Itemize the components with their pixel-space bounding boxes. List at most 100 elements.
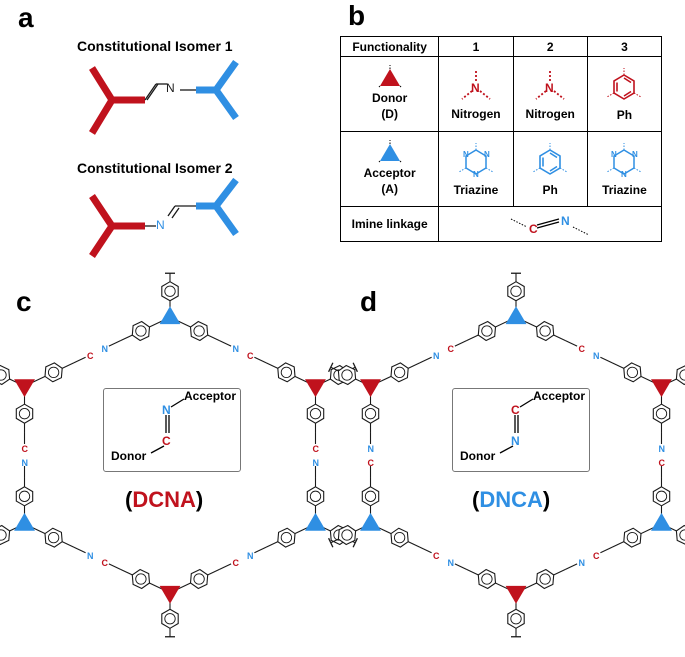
svg-text:C: C [511,403,520,417]
svg-text:N: N [621,170,627,179]
panel_d-link-carbon: C [448,344,455,354]
dnca-paren-open: ( [472,487,480,512]
dnca-legend-structure: C N [499,398,534,454]
svg-text:C: C [529,222,538,236]
svg-text:N: N [162,403,171,417]
isomer1-title: Constitutional Isomer 1 [77,38,233,54]
panel_c-acceptor-node [14,512,35,531]
dcna-legend-acceptor: Acceptor [184,389,237,403]
dcna-legend-donor: Donor [111,449,147,463]
panel_c-link-carbon: C [313,444,320,454]
isomer2-structure [89,177,239,258]
svg-text:N: N [561,214,570,228]
panel-c-letter: c [16,286,32,317]
svg-text:N: N [471,81,480,95]
isomer1-nitrogen-label: N [166,81,175,95]
panel_c-donor-node [305,379,326,398]
benzene-center-icon [607,68,642,100]
svg-text:N: N [463,150,469,159]
panel_c-donor-node [14,379,35,398]
panel_c-acceptor-node [305,512,326,531]
acceptor-cell-3-label: Triazine [602,183,647,197]
svg-text:N: N [484,150,490,159]
acceptor-label: Acceptor [363,166,416,180]
header-functionality: Functionality [339,36,440,57]
donor-cell-1-label: Nitrogen [451,107,501,121]
panel_d-donor-node [360,379,381,398]
imine-linkage-icon: C N [510,214,590,236]
panel_d-acceptor-node [360,512,381,531]
imine-row: Imine linkage C N [339,206,662,242]
dnca-name-text: DNCA [479,487,543,512]
panel-d-letter: d [360,286,378,317]
acceptor-triangle-icon [377,140,403,164]
dnca-legend-box: C N Acceptor Donor [452,388,590,472]
acceptor-cell-1-label: Triazine [453,183,499,197]
dcna-paren-open: ( [125,487,133,512]
panel_c-link-carbon: C [102,558,109,568]
dcna-name-text: DCNA [132,487,196,512]
dnca-name: (DNCA) [472,487,550,513]
svg-text:N: N [545,81,554,95]
donor-abbr: (D) [381,107,398,121]
donor-cell-3-label: Ph [616,108,633,122]
panel_d-link-nitrogen: N [659,444,666,454]
benzene-center-icon [532,143,568,175]
panel_c-link-nitrogen: N [233,344,240,354]
panel_d-donor-node [505,585,527,604]
panel_d-link-nitrogen: N [593,351,600,361]
nitrogen-center-icon: N [461,71,491,100]
svg-text:N: N [611,150,617,159]
panel_d-link-carbon: C [659,458,666,468]
dcna-paren-close: ) [195,487,204,512]
panel_c-link-carbon: C [247,351,254,361]
dcna-name: (DCNA) [125,487,203,513]
panel_d-link-nitrogen: N [448,558,455,568]
panel_c-donor-node [159,585,181,604]
dcna-legend-structure: N C [150,398,185,454]
acceptor-row: Acceptor (A) N N N Triazine [339,131,663,207]
triazine-center-icon: N N N [458,143,494,179]
svg-text:C: C [162,434,171,448]
panel_d-link-nitrogen: N [433,351,440,361]
panel_c-link-carbon: C [22,444,29,454]
panel-b-letter: b [348,0,366,31]
panel_c-link-carbon: C [233,558,240,568]
dnca-paren-close: ) [542,487,551,512]
acceptor-cell-1: N N N Triazine [438,131,514,207]
panel_d-link-nitrogen: N [368,444,375,454]
donor-cell-3: Ph [586,56,663,132]
isomer1-structure [89,59,239,135]
imine-structure-cell: C N [438,206,662,242]
panel_c-link-nitrogen: N [102,344,109,354]
panel_d-link-nitrogen: N [579,558,586,568]
panel_d-link-carbon: C [579,344,586,354]
nitrogen-center-icon: N [535,71,565,100]
donor-label: Donor [371,91,408,105]
panel_d-link-carbon: C [593,551,600,561]
panel_d-link-carbon: C [368,458,375,468]
imine-label-cell: Imine linkage [339,206,440,242]
panel_c-link-nitrogen: N [22,458,29,468]
panel_c-link-nitrogen: N [247,551,254,561]
dcna-legend-box: N C Acceptor Donor [103,388,241,472]
functionality-table: Functionality 1 2 3 Donor (D) N Nitrogen… [339,36,663,242]
panel_d-link-carbon: C [433,551,440,561]
acceptor-cell-2: Ph [512,131,588,207]
isomer2-title: Constitutional Isomer 2 [77,160,233,176]
dnca-legend-acceptor: Acceptor [533,389,586,403]
acceptor-header-cell: Acceptor (A) [339,131,440,207]
panel_d-acceptor-node [651,512,672,531]
donor-triangle-icon [377,65,403,89]
acceptor-cell-2-label: Ph [542,183,558,197]
svg-text:N: N [473,170,479,179]
donor-cell-1: N Nitrogen [438,56,514,132]
panel-a-letter: a [18,2,34,33]
acceptor-abbr: (A) [381,182,398,196]
panel_c-acceptor-node [159,306,181,325]
